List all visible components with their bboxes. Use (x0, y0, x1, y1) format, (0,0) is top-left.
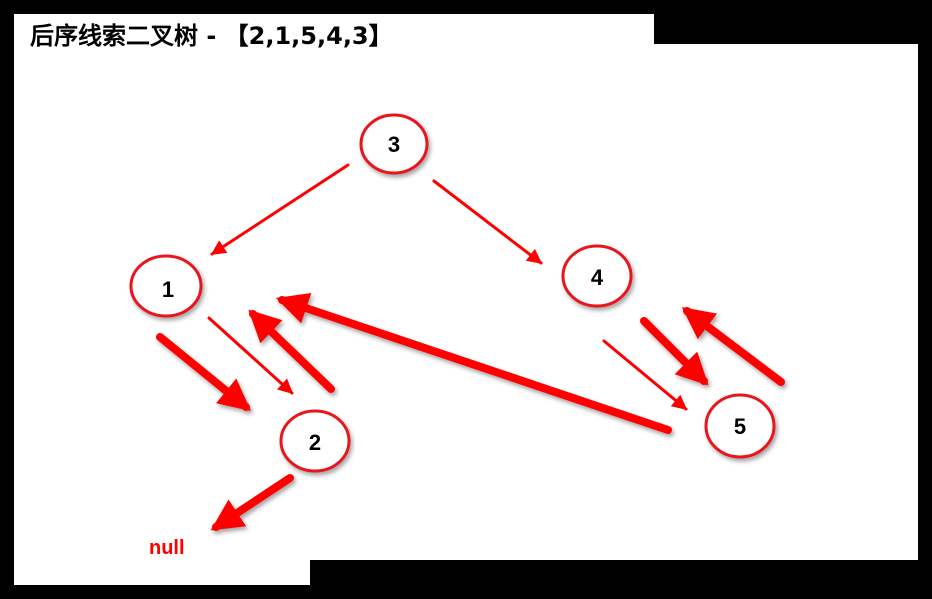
node-label-1: 1 (162, 277, 174, 302)
thread-arrow-2-to-null (210, 474, 294, 531)
node-label-3: 3 (388, 132, 400, 157)
tree-node-4[interactable]: 4 (561, 244, 633, 308)
thread-arrow-5-to-1 (275, 293, 672, 434)
bottom-left-panel (14, 555, 310, 585)
child-arrow-3-to-1 (210, 163, 350, 256)
node-label-2: 2 (309, 430, 321, 455)
thread-links (156, 293, 785, 531)
node-label-4: 4 (591, 265, 604, 290)
node-label-5: 5 (734, 414, 746, 439)
tree-node-1[interactable]: 1 (129, 254, 203, 318)
child-arrow-1-to-2 (207, 316, 294, 395)
nodes: 3 1 4 2 5 (129, 113, 776, 473)
null-label: null (149, 537, 185, 559)
thread-arrow-4-to-5 (640, 317, 709, 386)
child-links (207, 163, 688, 411)
thread-arrow-5-to-4 (681, 307, 785, 386)
thread-arrow-1-to-2 (156, 333, 251, 412)
child-arrow-4-to-5 (602, 339, 688, 411)
tree-node-3[interactable]: 3 (359, 113, 429, 175)
child-arrow-3-to-4 (432, 179, 543, 265)
tree-node-2[interactable]: 2 (279, 409, 351, 473)
thread-arrow-2-to-1 (248, 309, 335, 393)
tree-node-5[interactable]: 5 (704, 393, 776, 459)
diagram-title: 后序线索二叉树 - 【2,1,5,4,3】 (30, 22, 393, 50)
